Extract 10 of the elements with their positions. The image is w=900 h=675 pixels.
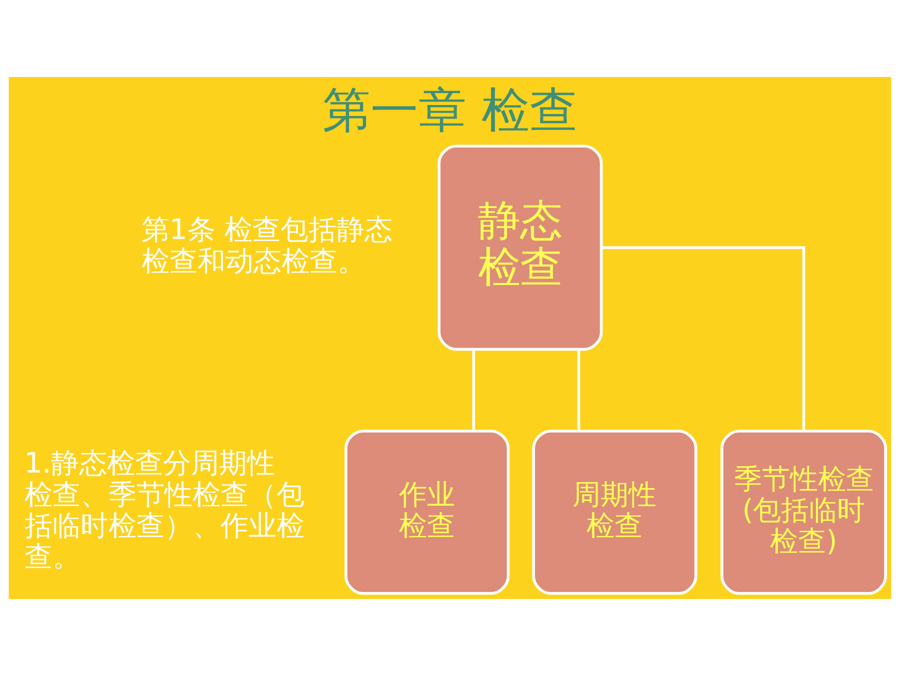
node-box: 季节性检查(包括临时检查) xyxy=(720,429,887,594)
connector xyxy=(577,349,580,430)
node-box: 周期性检查 xyxy=(532,429,698,594)
diagram-title: 第一章 检查 xyxy=(322,82,578,138)
node-box: 静态检查 xyxy=(438,144,603,350)
node-box: 作业检查 xyxy=(344,429,510,594)
label: 1.静态检查分周期性检查、季节性检查（包括临时检查）、作业检查。 xyxy=(24,446,304,572)
connector xyxy=(472,349,476,430)
label: 第1条 检查包括静态检查和动态检查。 xyxy=(141,212,392,277)
connector xyxy=(601,246,806,431)
